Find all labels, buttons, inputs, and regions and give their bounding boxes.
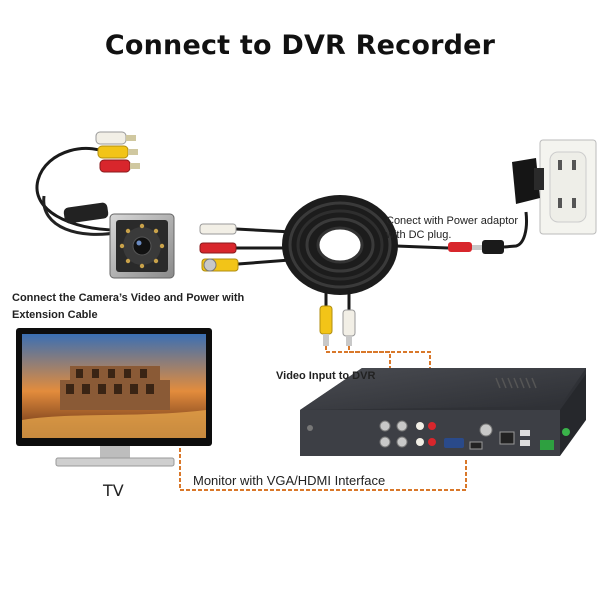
camera-icon <box>109 213 175 279</box>
tv-label: TV <box>103 481 124 500</box>
cable-reel-icon <box>282 195 398 295</box>
video-input-label: Video Input to DVR <box>276 370 376 382</box>
camera-pigtail-cable <box>35 147 121 236</box>
extension-leads <box>235 227 293 266</box>
rca-plugs-extension <box>199 223 239 272</box>
tv-monitor-icon <box>16 328 212 467</box>
wall-outlet-icon <box>539 139 597 235</box>
monitor-interface-label: Monitor with VGA/HDMI Interface <box>193 473 386 488</box>
power-adaptor-icon <box>512 158 544 204</box>
dvr-bnc-ports <box>379 420 493 448</box>
diagram-title: Connect to DVR Recorder <box>104 30 496 61</box>
camera-connect-label: Connect the Camera’s Video and Power wit… <box>12 292 245 321</box>
dvr-recorder-icon <box>300 368 586 456</box>
reel-to-dvr-leads <box>324 290 351 310</box>
rca-plugs-camera <box>95 131 140 173</box>
rca-plugs-dvr-side <box>319 305 356 346</box>
monitor-connection-line <box>179 448 467 491</box>
power-adaptor-label: Conect with Power adaptor with DC plug. <box>386 215 519 241</box>
power-lead <box>395 211 528 254</box>
